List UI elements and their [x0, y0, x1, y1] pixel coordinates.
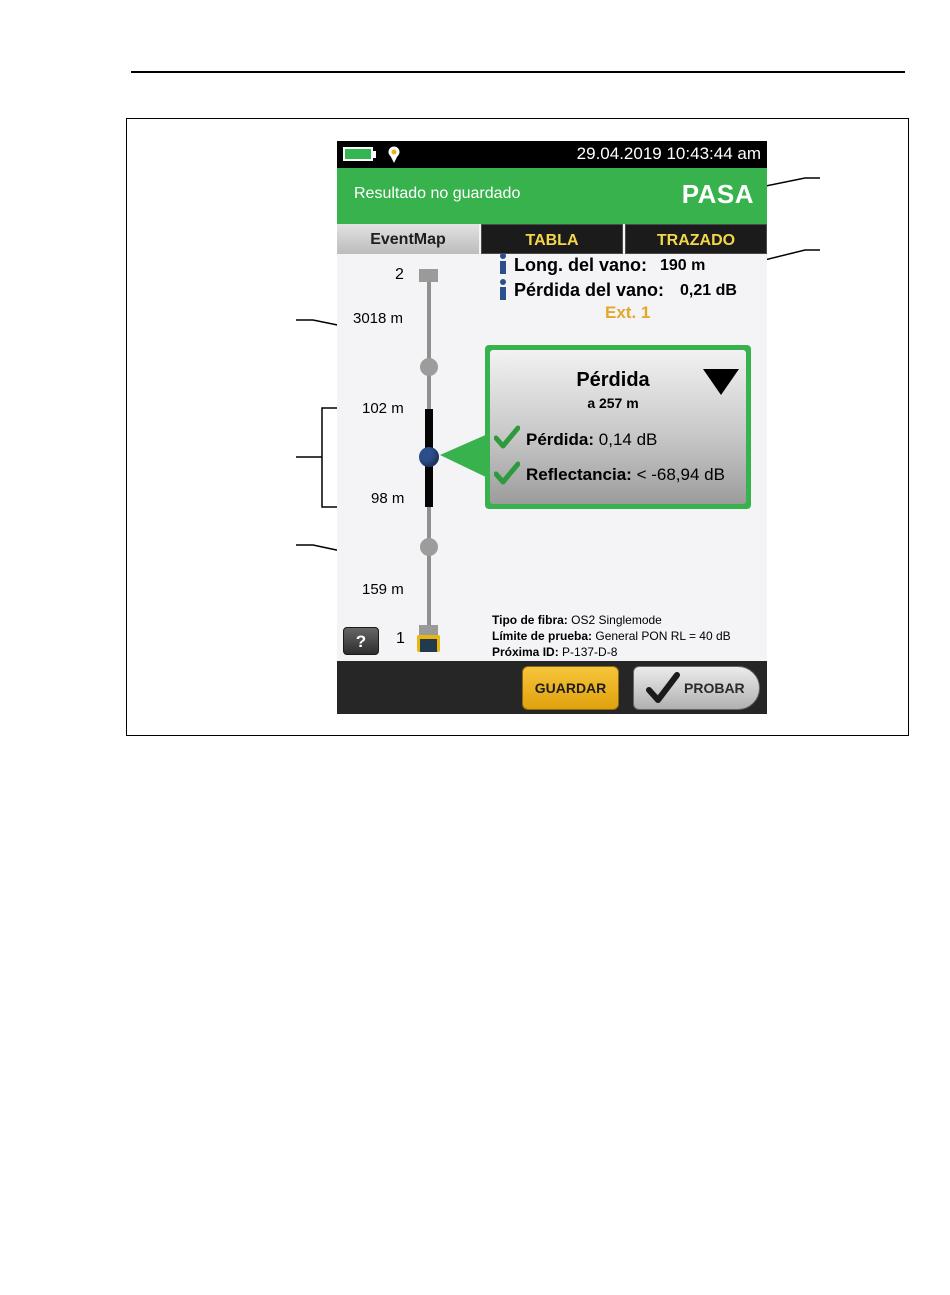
result-header: Resultado no guardado PASA [337, 168, 767, 224]
span-length-value: 190 m [660, 257, 706, 274]
distance-label: 102 m [362, 400, 404, 417]
end-label-bottom: 1 [396, 630, 405, 647]
check-icon [494, 461, 520, 485]
test-limit-info: Límite de prueba: General PON RL = 40 dB [492, 629, 731, 643]
popup-row-value: 0,14 dB [598, 430, 658, 449]
span-loss-label: Pérdida del vano: [514, 280, 665, 300]
verdict-label: PASA [681, 179, 754, 209]
check-icon [646, 672, 680, 703]
info-icon[interactable] [498, 253, 508, 275]
tab-eventmap[interactable]: EventMap [337, 224, 479, 254]
triangle-down-icon[interactable] [702, 367, 740, 397]
event-node[interactable] [420, 538, 438, 556]
popup-title: Pérdida [576, 369, 650, 391]
fiber-type-info: Tipo de fibra: OS2 Singlemode [492, 613, 662, 627]
popup-row-label: Pérdida: [526, 430, 595, 449]
distance-label: 159 m [362, 581, 404, 598]
test-limit-label: Límite de prueba: [492, 629, 593, 643]
check-icon [494, 425, 520, 449]
popup-row-loss: Pérdida: 0,14 dB [526, 430, 657, 450]
status-bar: 29.04.2019 10:43:44 am [337, 141, 767, 168]
span-length-label: Long. del vano: [514, 255, 647, 275]
fiber-end-cap-bottom [419, 625, 438, 637]
test-button-label: PROBAR [684, 680, 745, 696]
fiber-type-label: Tipo de fibra: [492, 613, 568, 627]
result-status: Resultado no guardado [354, 185, 521, 202]
popup-row-label: Reflectancia: [526, 465, 632, 484]
popup-subtitle: a 257 m [587, 395, 639, 411]
next-id-label: Próxima ID: [492, 645, 559, 659]
event-popup-body: Pérdida a 257 m Pérdida: 0,14 dB Reflect… [490, 350, 746, 504]
next-id-info: Próxima ID: P-137-D-8 [492, 645, 617, 659]
help-button[interactable]: ? [343, 627, 379, 655]
popup-row-reflectance: Reflectancia: < -68,94 dB [526, 465, 725, 485]
test-button[interactable]: PROBAR [633, 666, 760, 710]
battery-tip [373, 151, 376, 158]
fiber-type-value: OS2 Singlemode [571, 613, 662, 627]
tab-trazado[interactable]: TRAZADO [625, 224, 767, 254]
popup-pointer [440, 433, 490, 479]
tab-bar: EventMap TABLA TRAZADO [337, 224, 767, 254]
map-pin-icon [388, 146, 400, 163]
footer-bar: GUARDAR PROBAR [337, 661, 767, 714]
battery-full-icon [343, 147, 373, 161]
tab-tabla[interactable]: TABLA [481, 224, 623, 254]
distance-label: 98 m [371, 490, 405, 507]
test-limit-value: General PON RL = 40 dB [595, 629, 731, 643]
figure-frame [126, 118, 909, 736]
fiber-end-cap-top [419, 269, 438, 282]
span-loss-value: 0,21 dB [680, 282, 737, 299]
event-node-selected[interactable] [419, 447, 439, 467]
device-screen: 29.04.2019 10:43:44 am Resultado no guar… [337, 141, 767, 714]
info-icon[interactable] [498, 279, 508, 301]
popup-row-value: < -68,94 dB [636, 465, 725, 484]
status-datetime: 29.04.2019 10:43:44 am [576, 144, 761, 163]
next-id-value: P-137-D-8 [562, 645, 618, 659]
distance-label: 3018 m [353, 310, 404, 327]
extension-label: Ext. 1 [605, 303, 651, 322]
end-label-top: 2 [395, 266, 404, 283]
save-button[interactable]: GUARDAR [522, 666, 619, 710]
event-popup[interactable]: Pérdida a 257 m Pérdida: 0,14 dB Reflect… [485, 345, 751, 509]
page-top-rule [131, 71, 905, 73]
event-node[interactable] [420, 358, 438, 376]
connector-core [420, 639, 437, 652]
